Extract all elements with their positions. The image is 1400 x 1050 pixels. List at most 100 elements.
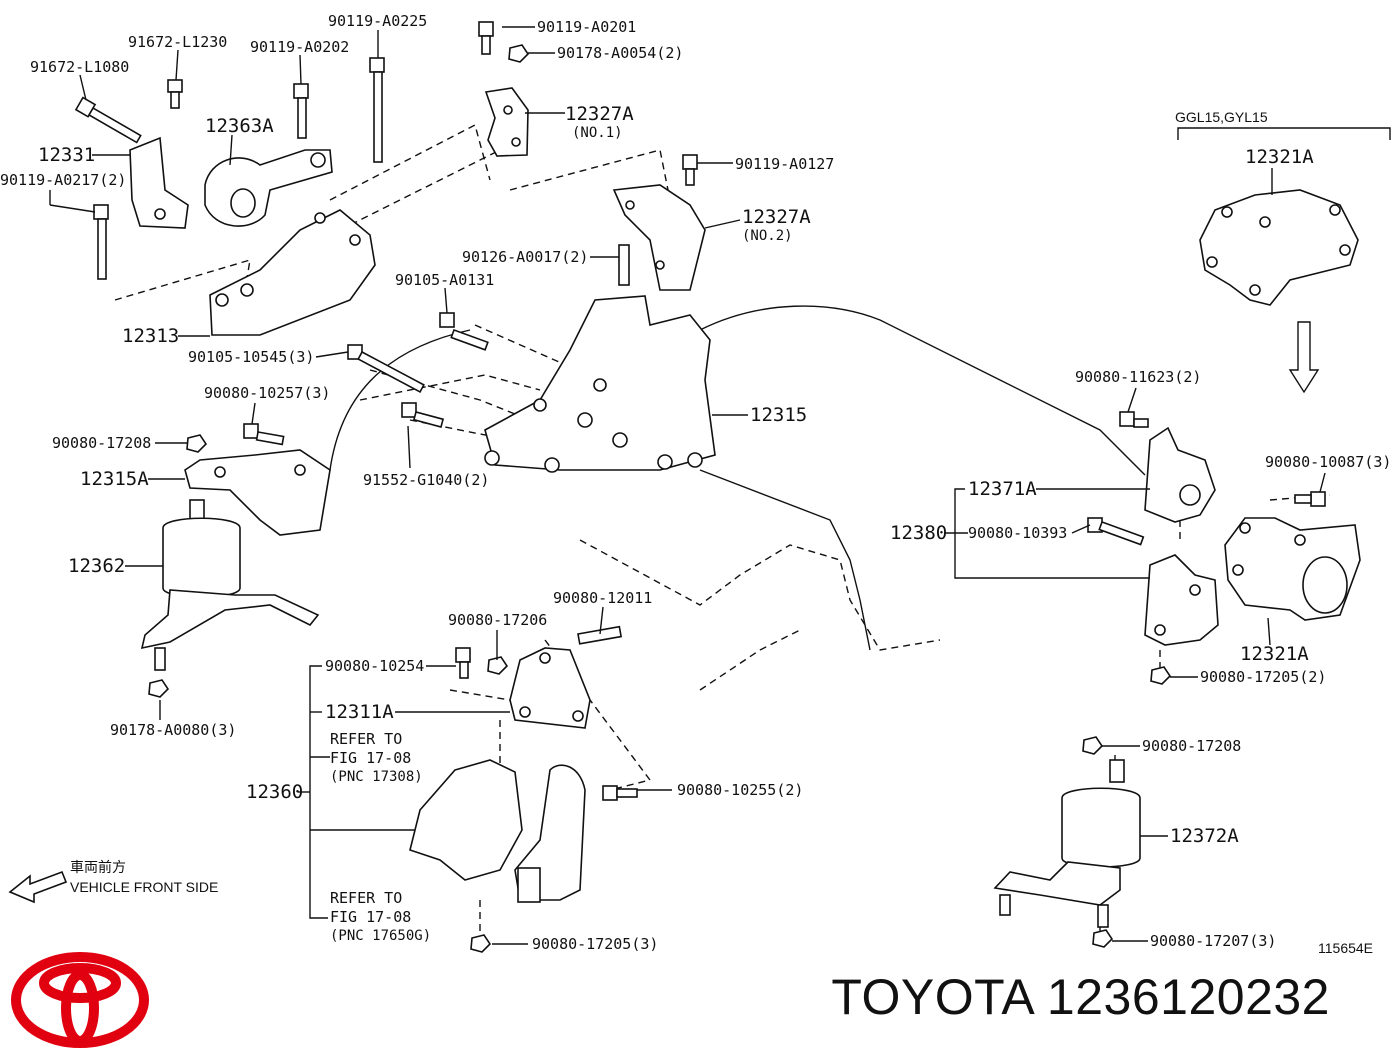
bolt-icon	[401, 402, 445, 428]
bolts	[74, 21, 1326, 953]
label-90105-a0131: 90105-A0131	[395, 271, 494, 289]
mount-12380-lower	[1144, 554, 1219, 646]
direction-jp: 車両前方	[70, 859, 126, 876]
bolt-icon	[1294, 491, 1326, 507]
label-12315a: 12315A	[80, 468, 149, 490]
label-90119-a0217: 90119-A0217(2)	[0, 171, 126, 189]
nut-icon	[487, 656, 509, 675]
bracket-12315	[484, 295, 716, 473]
bolt-icon	[167, 79, 183, 109]
label-90119-a0201: 90119-A0201	[537, 18, 636, 36]
label-12311a: 12311A	[325, 701, 394, 723]
page-title: TOYOTA 1236120232	[831, 969, 1330, 1025]
label-no2: (NO.2)	[742, 228, 793, 244]
bracket-12331	[129, 136, 189, 229]
label-12313: 12313	[122, 325, 179, 347]
bracket-12311a	[509, 647, 591, 729]
label-90080-17207: 90080-17207(3)	[1150, 932, 1276, 950]
label-12380: 12380	[890, 522, 947, 544]
nut-icon	[148, 679, 170, 698]
bolt-icon	[602, 785, 638, 801]
bolt-icon	[1087, 517, 1145, 546]
bolt-icon	[682, 154, 698, 186]
label-12331: 12331	[38, 144, 95, 166]
nut-icon	[1150, 666, 1172, 685]
mount-12372a	[993, 759, 1141, 928]
arrow-left-icon	[8, 870, 68, 904]
bolt-icon	[439, 312, 489, 351]
nut-icon	[186, 434, 208, 453]
label-12360: 12360	[246, 781, 303, 803]
label-90080-12011: 90080-12011	[553, 589, 652, 607]
mount-12371a	[1144, 426, 1216, 523]
bolt-icon	[93, 204, 109, 280]
bracket-12321a-upper	[1199, 189, 1359, 306]
mount-12362	[140, 499, 320, 671]
refer-2-line3: (PNC 17650G)	[330, 928, 431, 944]
diagram-id: 115654E	[1318, 940, 1373, 956]
label-91672-l1080: 91672-L1080	[30, 58, 129, 76]
label-no1: (NO.1)	[572, 125, 623, 141]
label-90080-17205-2: 90080-17205(2)	[1200, 668, 1326, 686]
label-90119-a0127: 90119-A0127	[735, 155, 834, 173]
bracket-12321a-lower	[1224, 517, 1361, 621]
bolt-icon	[1119, 411, 1149, 428]
label-90080-10087: 90080-10087(3)	[1265, 453, 1391, 471]
direction-en: VEHICLE FRONT SIDE	[70, 879, 218, 895]
label-12363a: 12363A	[205, 115, 274, 137]
bolt-icon	[74, 96, 142, 144]
bracket-12327a-no1	[484, 87, 529, 157]
refer-2-line1: REFER TO	[330, 889, 402, 907]
refer-1-line3: (PNC 17308)	[330, 769, 423, 785]
label-90080-10254: 90080-10254	[325, 657, 424, 675]
label-90080-17205-3: 90080-17205(3)	[532, 935, 658, 953]
refer-2-line2: FIG 17-08	[330, 908, 411, 926]
label-90080-10255: 90080-10255(2)	[677, 781, 803, 799]
label-90080-17208-left: 90080-17208	[52, 434, 151, 452]
refer-1-line1: REFER TO	[330, 730, 402, 748]
label-12315: 12315	[750, 404, 807, 426]
nut-icon	[508, 44, 530, 63]
bolt-icon	[243, 423, 285, 446]
bracket-12315a	[184, 449, 331, 536]
bracket-12313	[209, 209, 376, 336]
bolt-icon	[293, 83, 309, 139]
stud-icon	[618, 244, 630, 286]
nut-icon	[1092, 929, 1114, 948]
leader-lines	[49, 26, 1326, 945]
label-90126-a0017: 90126-A0017(2)	[462, 248, 588, 266]
bolt-icon	[455, 647, 471, 679]
label-90105-10545: 90105-10545(3)	[188, 348, 314, 366]
part-labels: 90119-A0225 91672-L1230 90119-A0202 9167…	[0, 12, 1391, 956]
bolt-icon	[478, 21, 494, 55]
label-90080-10257: 90080-10257(3)	[204, 384, 330, 402]
bolt-icon	[347, 344, 425, 394]
label-90080-17208-right: 90080-17208	[1142, 737, 1241, 755]
label-90080-17206: 90080-17206	[448, 611, 547, 629]
label-12362: 12362	[68, 555, 125, 577]
label-90119-a0225: 90119-A0225	[328, 12, 427, 30]
label-12321a-lower: 12321A	[1240, 643, 1309, 665]
nut-icon	[470, 934, 492, 953]
variant-note: GGL15,GYL15	[1175, 109, 1268, 125]
label-12371a: 12371A	[968, 478, 1037, 500]
variant-bracket	[1177, 127, 1391, 394]
bracket-12327a-no2	[612, 184, 706, 291]
label-90080-10393: 90080-10393	[968, 524, 1067, 542]
label-12372a: 12372A	[1170, 825, 1239, 847]
stud-icon	[577, 625, 623, 645]
nut-icon	[1082, 736, 1104, 755]
label-90080-11623: 90080-11623(2)	[1075, 368, 1201, 386]
label-90178-a0080: 90178-A0080(3)	[110, 721, 236, 739]
label-90119-a0202: 90119-A0202	[250, 38, 349, 56]
engine-outline	[329, 305, 1146, 691]
mount-12363a	[204, 149, 333, 227]
bolt-icon	[369, 57, 385, 163]
label-91672-l1230: 91672-L1230	[128, 33, 227, 51]
refer-1-line2: FIG 17-08	[330, 749, 411, 767]
label-90178-a0054: 90178-A0054(2)	[557, 44, 683, 62]
label-12327a-no1: 12327A	[565, 103, 634, 125]
label-12327a-no2: 12327A	[742, 206, 811, 228]
mount-12360	[409, 759, 586, 903]
